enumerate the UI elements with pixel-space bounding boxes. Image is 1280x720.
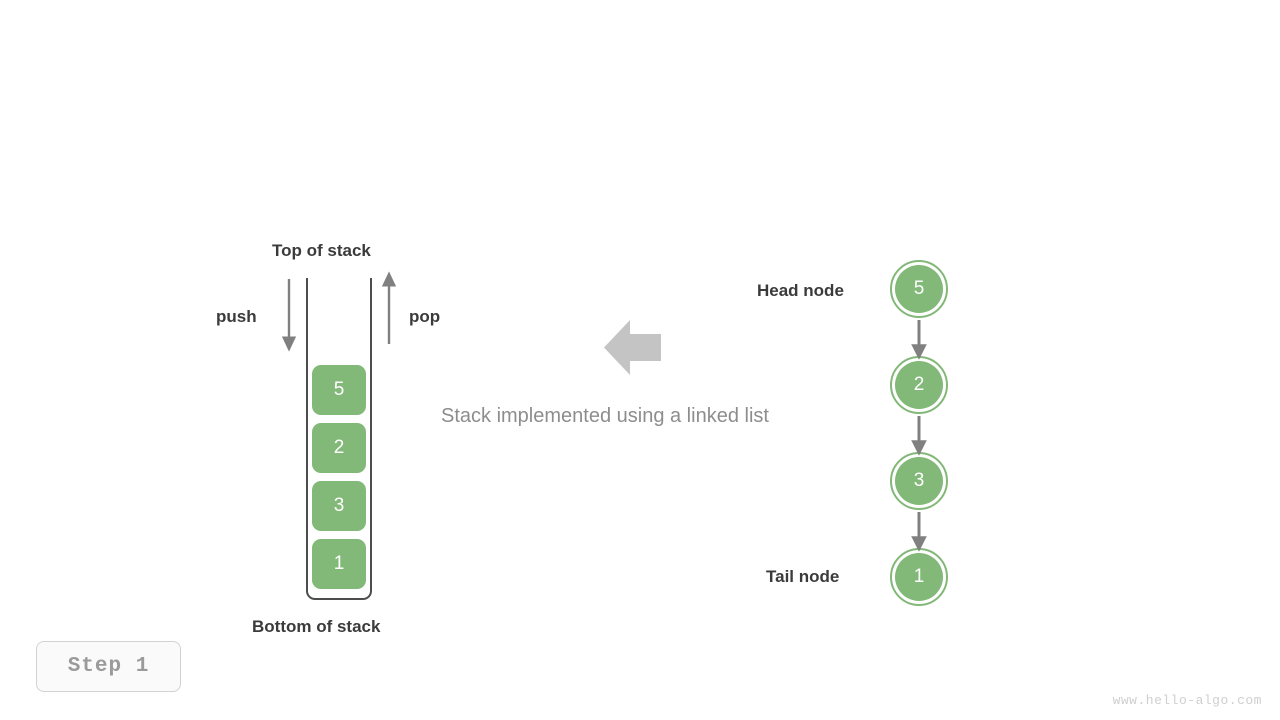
list-node-value: 5 xyxy=(895,265,943,313)
stack-cell-value: 2 xyxy=(333,437,345,458)
stack-cell-value: 3 xyxy=(333,495,345,516)
top-of-stack-label: Top of stack xyxy=(272,241,371,260)
list-node-value: 3 xyxy=(895,457,943,505)
tail-node-label: Tail node xyxy=(766,567,840,586)
list-node: 3 xyxy=(890,452,948,510)
caption-text: Stack implemented using a linked list xyxy=(441,405,769,427)
watermark: www.hello-algo.com xyxy=(1112,693,1262,708)
head-node-label: Head node xyxy=(757,281,844,300)
stack-cell: 1 xyxy=(312,539,366,589)
stack-cell-value: 1 xyxy=(333,553,345,574)
pop-label: pop xyxy=(409,307,441,326)
step-badge: Step 1 xyxy=(36,641,181,692)
list-node: 5 xyxy=(890,260,948,318)
list-node: 2 xyxy=(890,356,948,414)
push-label: push xyxy=(216,307,257,326)
bottom-of-stack-label: Bottom of stack xyxy=(252,617,381,636)
stack-diagram: Top of stack push pop 5 2 3 1 Bottom of … xyxy=(216,241,441,636)
stack-container xyxy=(306,278,372,600)
stack-cell: 2 xyxy=(312,423,366,473)
list-node-value: 1 xyxy=(895,553,943,601)
stack-cell-value: 5 xyxy=(333,379,345,400)
list-node: 1 xyxy=(890,548,948,606)
stack-cell: 3 xyxy=(312,481,366,531)
linked-list-diagram: Head node 5 2 3 1 Tail node xyxy=(640,0,1280,720)
list-node-value: 2 xyxy=(895,361,943,409)
stack-cell: 5 xyxy=(312,365,366,415)
